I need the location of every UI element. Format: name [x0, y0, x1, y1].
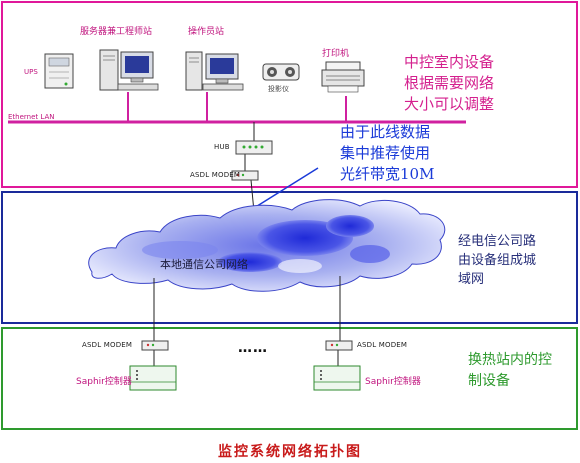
fiber-note: 由于此线数据 集中推荐使用 光纤带宽10M: [340, 122, 434, 185]
left-controller-icon: [129, 365, 177, 391]
fiber-note-line: 光纤带宽10M: [340, 165, 435, 183]
control-room-note: 中控室内设备 根据需要网络 大小可以调整: [404, 52, 494, 115]
ups-icon: [44, 53, 74, 89]
diagram-title: 监控系统网络拓扑图: [218, 444, 362, 460]
right-station-modem-icon: [325, 340, 353, 351]
control-modem-label: ASDL MODEM: [190, 171, 241, 179]
control-room-note-line: 根据需要网络: [404, 74, 495, 92]
control-room-note-line: 中控室内设备: [404, 53, 495, 71]
server-workstation-label: 服务器兼工程师站: [80, 27, 153, 37]
more-stations-ellipsis: ……: [238, 340, 268, 356]
projector-label: 投影仪: [268, 85, 289, 93]
station-note-line: 换热站内的控: [468, 352, 552, 368]
city-network-note-line: 由设备组成城: [458, 253, 537, 268]
city-network-note: 经电信公司路 由设备组成城 域网: [458, 232, 536, 289]
right-controller-label: Saphir控制器: [365, 377, 421, 387]
cloud-network-shape: [88, 199, 446, 292]
right-station-modem-label: ASDL MODEM: [357, 341, 408, 349]
ethernet-lan-label: Ethernet LAN: [8, 113, 55, 121]
fiber-callout-line: [253, 167, 319, 209]
hub-label: HUB: [214, 143, 230, 151]
left-station-modem-label: ASDL MODEM: [82, 341, 133, 349]
right-controller-icon: [313, 365, 361, 391]
city-network-panel: [1, 191, 578, 324]
control-room-note-line: 大小可以调整: [404, 95, 495, 113]
left-station-modem-icon: [141, 340, 169, 351]
fiber-note-line: 集中推荐使用: [340, 144, 431, 162]
control-room-panel: [1, 1, 578, 188]
hub-icon: [235, 140, 273, 155]
station-note-line: 制设备: [468, 373, 510, 389]
server-computer-icon: [99, 49, 159, 91]
operator-computer-icon: [185, 51, 244, 91]
printer-label: 打印机: [322, 49, 350, 59]
printer-icon: [321, 61, 365, 93]
fiber-note-line: 由于此线数据: [340, 123, 431, 141]
station-note: 换热站内的控 制设备: [468, 350, 552, 392]
operator-station-label: 操作员站: [188, 27, 225, 37]
left-controller-label: Saphir控制器: [76, 377, 132, 387]
station-panel: [1, 327, 578, 430]
projector-icon: [262, 63, 300, 81]
city-network-note-line: 经电信公司路: [458, 234, 537, 249]
cloud-label: 本地通信公司网络: [160, 258, 248, 271]
control-modem-icon: [231, 170, 259, 181]
ups-label: UPS: [24, 68, 38, 76]
city-network-note-line: 域网: [458, 272, 485, 287]
